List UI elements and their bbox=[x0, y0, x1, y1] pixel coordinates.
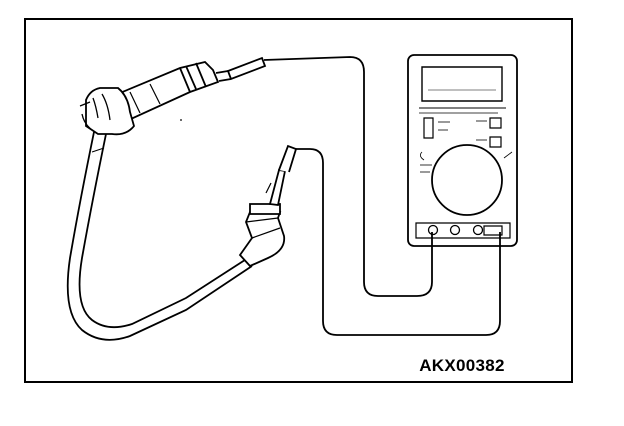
multimeter-button-right-1 bbox=[490, 118, 501, 128]
lead-top bbox=[264, 57, 432, 296]
stray-dot bbox=[180, 119, 182, 121]
multimeter-jack-mid bbox=[451, 226, 460, 235]
elbow-cap bbox=[250, 204, 280, 214]
multimeter-button-left bbox=[424, 118, 433, 138]
ignition-wire-assembly bbox=[68, 58, 296, 340]
probe-top bbox=[228, 58, 265, 79]
multimeter-jack-v bbox=[474, 226, 483, 235]
multimeter-display bbox=[422, 67, 502, 101]
figure-border bbox=[25, 19, 572, 382]
coil-head bbox=[86, 88, 134, 134]
lead-bottom bbox=[295, 149, 500, 335]
figure-reference-code: AKX00382 bbox=[419, 356, 505, 375]
multimeter-jack-panel bbox=[416, 223, 510, 238]
probe-bottom bbox=[270, 170, 285, 205]
multimeter-jack-com bbox=[429, 226, 438, 235]
ignition-cable bbox=[68, 132, 252, 340]
multimeter-body bbox=[408, 55, 517, 246]
multimeter bbox=[408, 55, 517, 246]
test-leads bbox=[264, 57, 500, 335]
multimeter-button-right-2 bbox=[490, 137, 501, 147]
multimeter-rotary-dial bbox=[432, 145, 502, 215]
